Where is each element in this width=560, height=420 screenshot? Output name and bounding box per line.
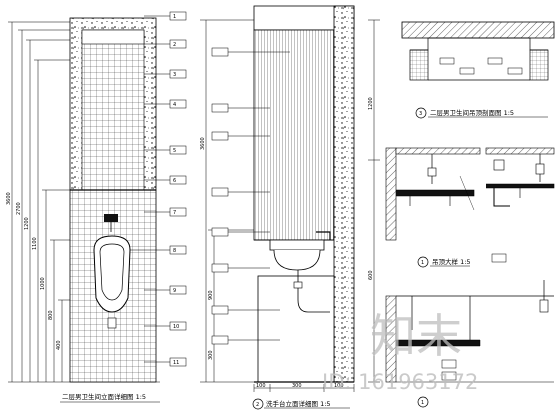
dim-text: 300	[292, 383, 302, 389]
dim-text: 3600	[200, 137, 206, 150]
right-vertical-dims	[368, 19, 380, 383]
faucet	[316, 231, 331, 240]
detail3-caption: 二层男卫生间吊顶剖面图 1:5	[430, 108, 514, 117]
dim-text: 1200	[24, 217, 30, 230]
callout-tag: 5	[173, 148, 176, 154]
left-callout-tags: 1 2 3 4 5 6 7 8 9 10 11	[173, 14, 179, 366]
callout-tag: 1	[173, 14, 176, 20]
mid-dimension-lines	[200, 19, 254, 383]
mid-drawing-number: 2	[256, 402, 259, 408]
bottom-right-detail	[385, 280, 554, 383]
washbasin-elevation: 3600 900 300	[200, 5, 355, 410]
drawing-number-marker	[252, 398, 264, 410]
dim-text: 100	[334, 383, 344, 389]
mid-callout-leaders	[228, 51, 290, 341]
mid-drawing-caption: 洗手台立面详细图 1:5	[266, 399, 331, 408]
callout-tag: 3	[173, 72, 176, 78]
left-drawing-caption: 二层男卫生间立面详细图 1:5	[62, 392, 146, 401]
dim-text: 1200	[368, 97, 374, 110]
detail1-caption: 吊顶大样 1:5	[432, 257, 471, 266]
left-dimension-texts: 3600 2700 1200 1100 1000 800 400	[6, 192, 62, 350]
watermark-id: ID: 161963172	[322, 370, 478, 394]
dim-text: 900	[208, 290, 214, 300]
concrete-column	[333, 5, 355, 383]
left-callout-boxes	[169, 11, 187, 367]
callout-tag: 11	[173, 360, 179, 366]
detail3-number: 3	[419, 111, 422, 117]
dim-text: 400	[56, 340, 62, 350]
upper-tile-panel	[81, 29, 145, 191]
washbasin	[257, 239, 335, 383]
urinal-wall-elevation: 3600 2700 1200 1100 1000 800 400	[6, 11, 187, 403]
callout-tag: 8	[173, 248, 176, 254]
callout-tag: 2	[173, 42, 176, 48]
ceiling-section-detail: 3 二层男卫生间吊顶剖面图 1:5	[401, 21, 555, 119]
watermark-brand: 知末	[370, 309, 462, 363]
dim-text: 3600	[6, 192, 12, 205]
striped-wall-panel	[253, 29, 335, 241]
detail-bottom-number: 1	[421, 400, 424, 406]
hanger-detail-left	[385, 147, 481, 241]
ceiling-band	[81, 29, 145, 45]
left-callout-leaders	[130, 15, 170, 363]
dim-text: 1100	[32, 237, 38, 250]
callout-tag: 6	[173, 178, 176, 184]
dim-text: 1000	[40, 277, 46, 290]
urinal	[93, 214, 131, 329]
watermark: 知末 ID: 161963172	[322, 309, 478, 394]
left-dimension-lines	[8, 21, 160, 383]
dim-text: 100	[256, 383, 266, 389]
dim-text: 800	[48, 310, 54, 320]
mid-callout-boxes	[211, 47, 229, 345]
callout-tag: 9	[173, 288, 176, 294]
dim-text: 600	[368, 270, 374, 280]
callout-tag: 7	[173, 210, 176, 216]
detail1-number: 1	[421, 260, 424, 266]
hanger-detail-right	[485, 147, 555, 207]
callout-tag: 4	[173, 102, 176, 108]
mid-bottom-dims	[253, 384, 355, 392]
mid-dimension-texts: 3600 900 300	[200, 137, 214, 360]
dim-text: 300	[208, 350, 214, 360]
dim-text: 2700	[16, 202, 22, 215]
callout-tag: 10	[173, 324, 179, 330]
